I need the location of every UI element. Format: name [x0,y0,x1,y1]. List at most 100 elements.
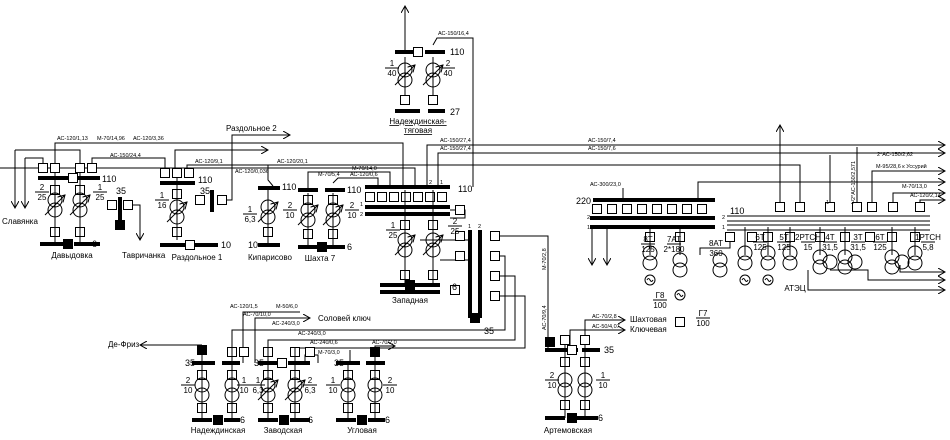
section-number: 2 [851,200,854,206]
station-name: Угловая [347,426,377,435]
circuit-breaker-icon [592,204,602,214]
voltage-label: 27 [450,107,460,117]
sectional-breaker-icon [279,415,289,425]
voltage-label: 35 [116,186,126,196]
circuit-breaker-icon [667,204,677,214]
line-label: М-70/14,0 [352,166,377,172]
sectional-breaker-icon [470,313,480,323]
generator-circle [674,289,686,301]
three-winding-transformer-icon [884,249,910,275]
rating-numerator: 2 [446,59,451,68]
station-name: АТЭЦ [784,284,805,293]
generator-wave [676,293,684,297]
station-name: Кипарисово [248,253,293,262]
section-number: 2 [360,212,363,218]
sectional-breaker-icon [567,413,577,423]
rating-numerator: 1 [390,59,395,68]
voltage-label: 10 [248,240,258,250]
sectional-breaker-icon [405,280,415,290]
winding [737,255,753,271]
rating-denominator: 360 [709,249,723,258]
rating-denominator: 40 [444,69,453,78]
voltage-label: 10 [221,240,231,250]
circuit-breaker-icon [87,163,97,173]
generator-wave [764,278,772,282]
generator-icon [762,274,774,286]
circuit-breaker-icon [305,347,315,357]
rating-denominator: 100 [653,301,667,310]
circuit-breaker-icon [725,232,735,242]
line-label: АС-120/0,036 [235,169,269,175]
circuit-breaker-icon [490,271,500,281]
circuit-breaker-icon [560,335,570,345]
circuit-breaker-icon [377,192,387,202]
circuit-breaker-icon [425,192,435,202]
circuit-breaker-icon [580,335,590,345]
line-label: М-70/2,8 [542,248,548,270]
rating-fraction: 240 [441,59,455,78]
circuit-breaker-icon [365,192,375,202]
station-name: Шахта 7 [305,254,336,263]
voltage-label: 110 [282,182,296,192]
circuit-breaker-icon [852,202,862,212]
winding [822,254,838,270]
section-number: 1 [722,225,725,231]
circuit-breaker-icon [428,95,438,105]
generator-wave [646,278,654,282]
voltage-label: 35 [334,358,344,368]
circuit-breaker-icon [107,200,117,210]
rating-denominator: 31,5 [850,243,866,252]
line-label: 2*АС-150/2,62 [877,152,913,158]
generator-icon [644,274,656,286]
rating-numerator: 1 [248,205,253,214]
line-label: АС-240/0,6 [310,340,338,346]
circuit-breaker-icon [401,192,411,202]
circuit-breaker-icon [413,192,423,202]
circuit-breaker-icon [865,232,875,242]
generator-icon [674,289,686,301]
rating-numerator: 6Т [755,233,764,242]
circuit-breaker-icon [437,192,447,202]
line-label: М-70/13,0 [902,184,927,190]
circuit-breaker-icon [389,192,399,202]
line-label: М-95/28,6 к Уссурий [876,163,927,170]
rating-numerator: 1 [256,376,261,385]
rating-numerator: 2 [350,201,355,210]
rating-fraction: 16,3 [251,376,265,395]
rating-numerator: 2 [453,217,458,226]
voltage-label: 6 [347,242,352,252]
rating-denominator: 125 [753,243,767,252]
section-number: 1 [826,200,829,206]
rating-fraction: 210 [345,201,359,220]
transformer-icon [712,252,728,278]
circuit-breaker-icon [607,204,617,214]
rating-numerator: 1 [242,376,247,385]
line-label: АС-70/10,0 [243,312,271,318]
voltage-label: 110 [198,175,212,185]
circuit-breaker-icon [455,251,465,261]
rating-denominator: 25 [38,193,47,202]
circuit-breaker-icon [217,195,227,205]
line-label: АС-120/3,36 [133,136,164,142]
generator-circle [762,274,774,286]
circuit-breaker-icon [490,291,500,301]
station-name: Артемовская [544,426,592,435]
destination-label: Раздольное 2 [226,124,277,133]
circuit-breaker-icon [277,358,287,368]
voltage-label: 6 [308,415,313,425]
line-label: М-70/5,4 [318,172,340,178]
winding [642,255,658,271]
voltage-label: 35 [604,345,614,355]
circuit-breaker-icon [697,204,707,214]
destination-label: Шахтовая [630,315,667,324]
rating-denominator: 10 [348,211,357,220]
line-label: АС-150/27,4 [440,138,471,144]
circuit-breaker-icon [637,204,647,214]
line-label: АС-70/9,4 [542,305,548,330]
